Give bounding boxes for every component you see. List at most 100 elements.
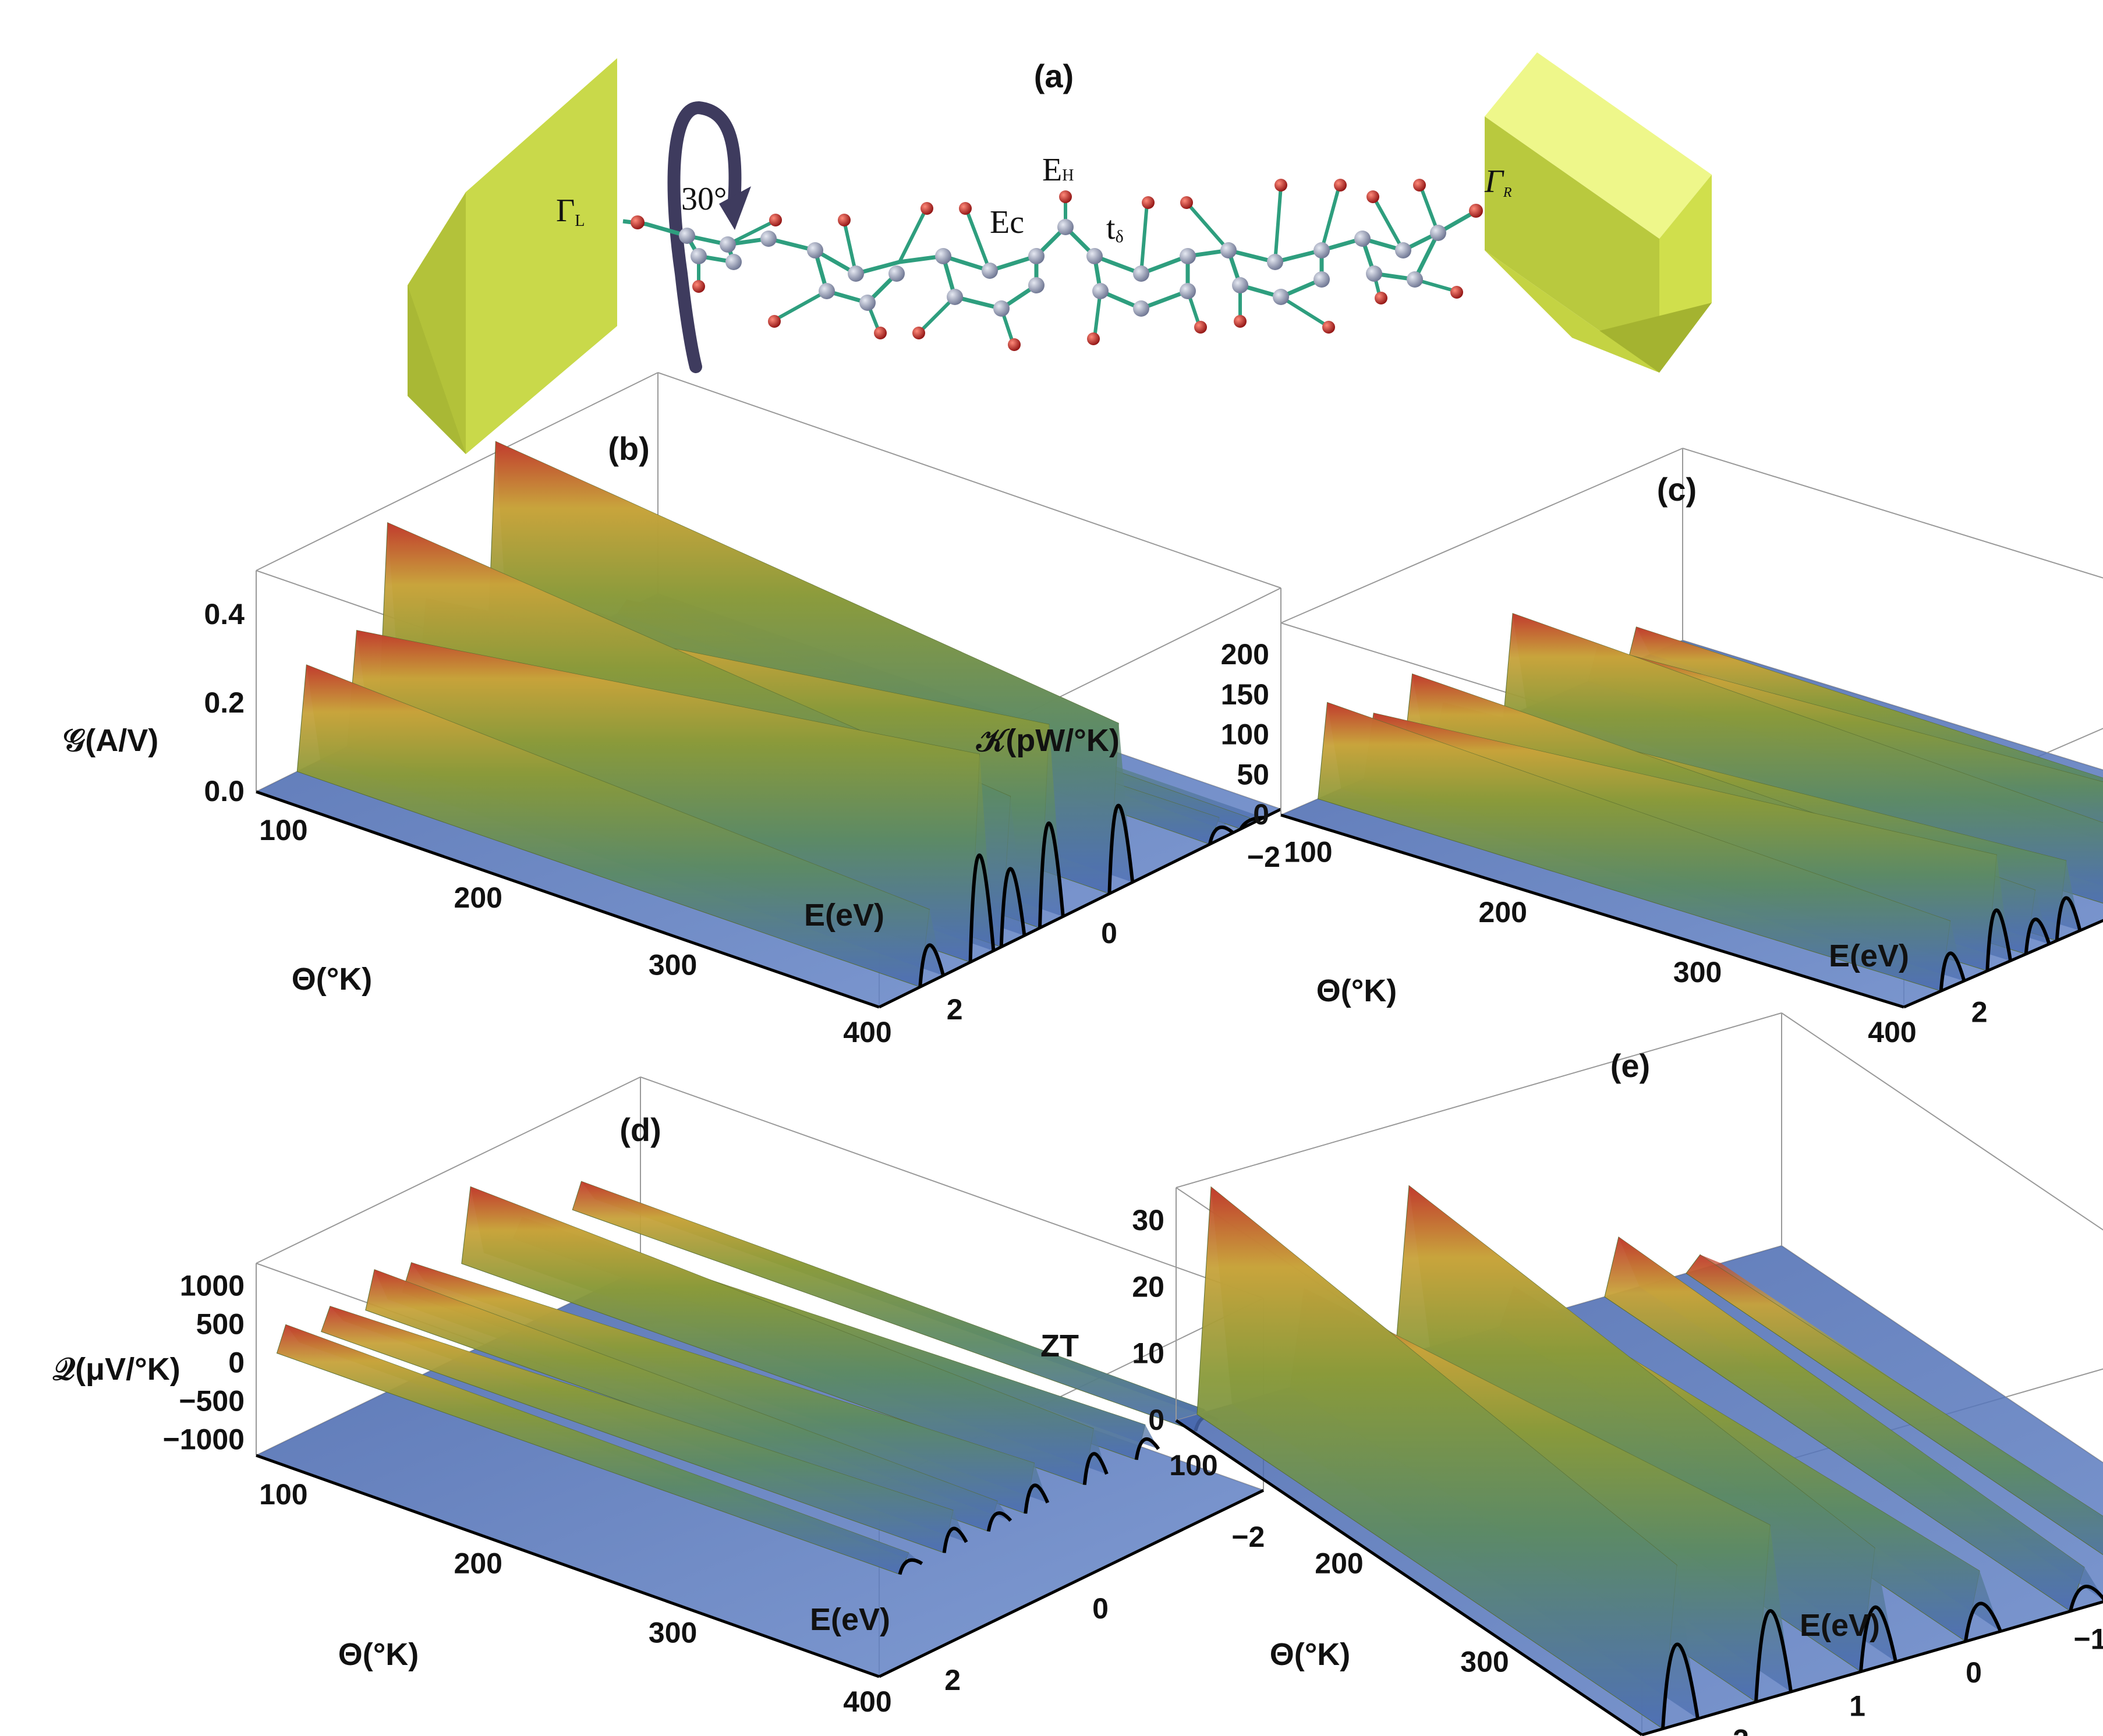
y-tick-label: 1 (1849, 1690, 1865, 1723)
surface-ridge-back (330, 1306, 966, 1542)
panel-b: (b)10020030040020−20.00.20.4𝒢(A/V)Θ(°K)E… (63, 372, 1282, 1048)
surface-ridge-back (285, 1324, 922, 1564)
z-tick-label: 200 (1221, 638, 1269, 671)
y-tick-label: 0 (1092, 1592, 1109, 1625)
molecule-h-bonds (697, 185, 1456, 344)
x-tick-label: 100 (1284, 836, 1332, 869)
z-tick-label: 20 (1132, 1270, 1164, 1303)
x-axis-label: Θ(°K) (1270, 1637, 1351, 1672)
x-tick-label: 300 (649, 1616, 697, 1649)
ridge-edge-curve (942, 1526, 968, 1553)
surface-ridge-back (356, 630, 994, 951)
z-tick-label: −500 (179, 1385, 245, 1418)
surface-ridge-back (1409, 1185, 1896, 1662)
box-edge (640, 1076, 1264, 1299)
right-electrode-box (1485, 52, 1712, 373)
ridge-edge-curve (1208, 826, 1234, 845)
front-edge (1641, 1600, 2103, 1736)
panel-d-title: (d) (619, 1111, 661, 1148)
box-edge (1781, 1012, 2103, 1231)
surface-ridge-back (1327, 702, 1964, 981)
x-tick-label: 200 (1479, 896, 1527, 929)
z-tick-label: 0 (1253, 798, 1269, 831)
ridge-edge-curve (1082, 1452, 1109, 1485)
y-tick-label: 0 (1966, 1656, 1982, 1689)
x-tick-label: 200 (454, 881, 502, 914)
x-tick-label: 100 (259, 814, 307, 846)
ridge-edge-curve (986, 1511, 1012, 1532)
z-tick-label: 0 (1148, 1404, 1164, 1436)
ridge-edge-curve (2024, 917, 2051, 955)
y-tick-label: 2 (947, 993, 963, 1026)
ridge-edge-curve (1985, 908, 2013, 971)
z-tick-label: 30 (1132, 1204, 1164, 1237)
panel-c: (c)10020030040020−2050100150200𝒦(pW/°K)Θ… (976, 448, 2103, 1048)
z-tick-label: 10 (1132, 1337, 1164, 1370)
x-axis-label: Θ(°K) (1316, 973, 1397, 1008)
x-axis-label: Θ(°K) (338, 1637, 419, 1672)
panel-a: (a) (408, 52, 1712, 454)
x-tick-label: 200 (1315, 1547, 1363, 1580)
z-tick-label: 0.0 (204, 775, 245, 807)
z-tick-label: 150 (1221, 678, 1269, 711)
panel-e: (e)100200300400210−1−20102030ZTΘ(°K)E(eV… (1040, 1012, 2103, 1736)
ec-label: Ec (990, 204, 1024, 240)
ridge-edge-curve (2055, 896, 2082, 941)
x-axis-label: Θ(°K) (292, 962, 373, 997)
y-tick-label: −2 (1247, 841, 1280, 873)
front-edge (1903, 919, 2103, 1009)
front-edge (256, 790, 880, 1009)
surface-ridge-back (374, 1269, 1011, 1521)
x-tick-label: 300 (649, 948, 697, 981)
x-tick-label: 400 (843, 1685, 891, 1718)
ridge-edge-curve (1134, 1437, 1160, 1460)
y-tick-label: 2 (944, 1664, 961, 1696)
surface-ridge-back (1211, 1186, 1698, 1719)
y-tick-label: 0 (1101, 917, 1117, 950)
y-axis-label: E(eV) (1829, 938, 1909, 973)
x-tick-label: 400 (1868, 1016, 1916, 1048)
z-tick-label: 0 (228, 1347, 245, 1379)
box-edge (657, 372, 1281, 589)
surface-ridge-back (1513, 613, 2103, 886)
panel-c-title: (c) (1657, 471, 1697, 508)
y-axis-label: E(eV) (810, 1602, 890, 1637)
y-axis-label: E(eV) (804, 898, 884, 933)
molecule-bonds (622, 207, 1480, 311)
ridge-edge-curve (2069, 1585, 2103, 1612)
ridge-edge-curve (1024, 1483, 1050, 1514)
front-edge (878, 1489, 1265, 1678)
front-edge (256, 1454, 880, 1678)
surface-ridge-back (306, 664, 944, 976)
x-tick-label: 300 (1673, 956, 1722, 989)
front-edge (1175, 1419, 1643, 1736)
y-tick-label: 2 (1971, 995, 1988, 1028)
z-axis-label: ZT (1040, 1328, 1079, 1363)
hydrogen-atoms (631, 179, 1483, 351)
surface-plots: (b)10020030040020−20.00.20.4𝒢(A/V)Θ(°K)E… (52, 372, 2103, 1736)
ridge-edge-curve (1038, 821, 1065, 929)
z-tick-label: 0.2 (204, 686, 245, 719)
z-tick-label: 50 (1237, 758, 1269, 791)
ridge-edge-curve (1661, 1642, 1700, 1729)
box-edge (1682, 448, 2103, 579)
z-tick-label: 100 (1221, 718, 1269, 751)
ridge-edge-curve (898, 1558, 923, 1575)
box-edge (1280, 448, 1683, 623)
panel-e-title: (e) (1610, 1047, 1650, 1084)
z-tick-label: 500 (196, 1308, 245, 1341)
ridge-edge-curve (1964, 1602, 2002, 1642)
surface-ridge-back (411, 1262, 1048, 1503)
z-axis-label: 𝒦(pW/°K) (976, 723, 1120, 758)
z-tick-label: 0.4 (204, 598, 245, 630)
angle-label: 30° (681, 181, 727, 217)
ridge-edge-curve (918, 943, 946, 987)
panel-a-label: (a) (1034, 58, 1074, 94)
y-axis-label: E(eV) (1800, 1608, 1880, 1643)
surface-ridge-back (1619, 1237, 2103, 1600)
surface-ridge-back (581, 1181, 1218, 1420)
carbon-atoms (679, 219, 1446, 317)
gamma-left-label: ΓL (556, 193, 585, 230)
ridge-edge-curve (1754, 1609, 1793, 1702)
